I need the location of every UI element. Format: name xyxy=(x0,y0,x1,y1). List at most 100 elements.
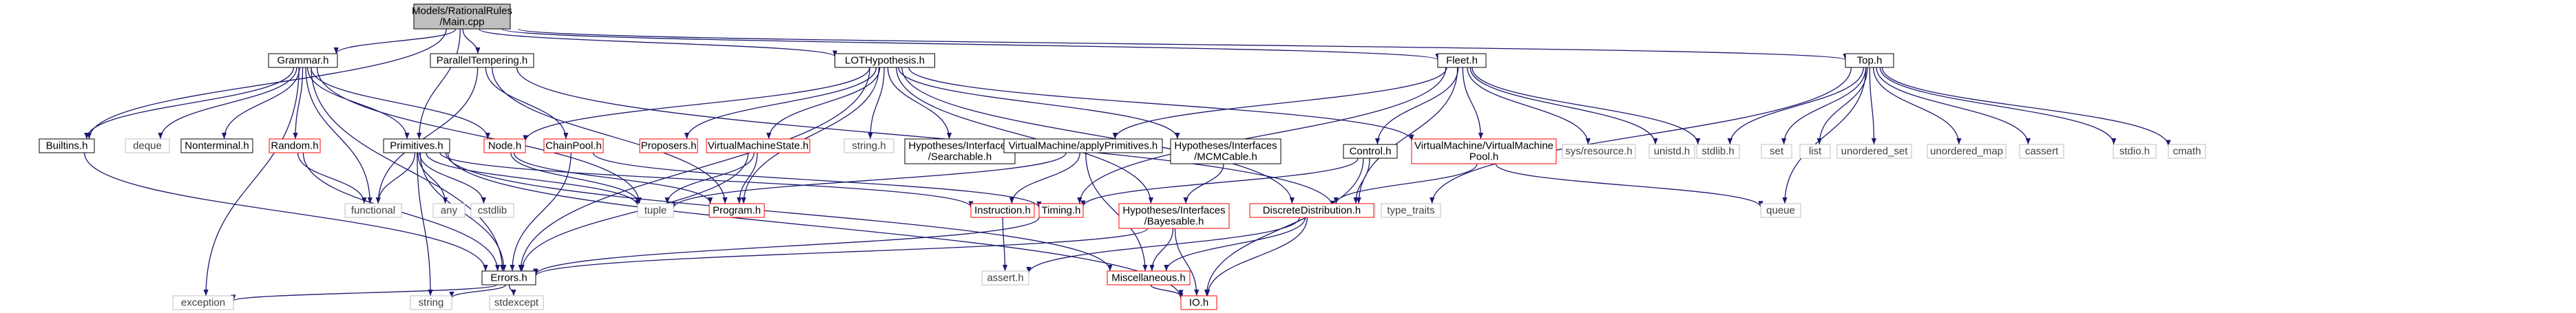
node-resource[interactable]: sys/resource.h xyxy=(1562,144,1636,159)
node-stdexcept[interactable]: stdexcept xyxy=(489,295,544,310)
node-box-ioh[interactable] xyxy=(1180,295,1217,310)
node-cmath[interactable]: cmath xyxy=(2168,144,2206,159)
node-string[interactable]: string xyxy=(410,295,452,310)
node-vmstate[interactable]: VirtualMachineState.h xyxy=(706,138,810,153)
node-box-lot[interactable] xyxy=(835,53,935,68)
node-box-searchable[interactable] xyxy=(904,138,1016,164)
node-timing[interactable]: Timing.h xyxy=(1038,203,1084,218)
node-proposers[interactable]: Proposers.h xyxy=(639,138,698,153)
node-box-instruction[interactable] xyxy=(970,203,1035,218)
node-box-main[interactable] xyxy=(413,3,511,30)
node-box-program[interactable] xyxy=(709,203,765,218)
node-box-list[interactable] xyxy=(1799,144,1831,159)
node-stdio[interactable]: stdio.h xyxy=(2113,144,2157,159)
node-bayesable[interactable]: Hypotheses/Interfaces/Bayesable.h xyxy=(1118,203,1230,229)
node-uset[interactable]: unordered_set xyxy=(1836,144,1912,159)
node-primitives[interactable]: Primitives.h xyxy=(383,138,450,153)
node-random[interactable]: Random.h xyxy=(269,138,321,153)
node-control[interactable]: Control.h xyxy=(1343,144,1398,159)
node-box-mcmcable[interactable] xyxy=(1170,138,1281,164)
node-box-bayesable[interactable] xyxy=(1118,203,1230,229)
node-box-timing[interactable] xyxy=(1038,203,1084,218)
node-main[interactable]: Models/RationalRules/Main.cpp xyxy=(412,3,512,30)
node-box-tuple[interactable] xyxy=(637,203,674,218)
node-box-vmpool[interactable] xyxy=(1411,138,1557,164)
node-box-resource[interactable] xyxy=(1562,144,1636,159)
node-program[interactable]: Program.h xyxy=(709,203,765,218)
node-unistd[interactable]: unistd.h xyxy=(1648,144,1695,159)
node-pt[interactable]: ParallelTempering.h xyxy=(430,53,534,68)
node-box-fleet[interactable] xyxy=(1437,53,1487,68)
node-ioh[interactable]: IO.h xyxy=(1180,295,1217,310)
node-discrete[interactable]: DiscreteDistribution.h xyxy=(1249,203,1374,218)
node-exception[interactable]: exception xyxy=(172,295,234,310)
node-tuple[interactable]: tuple xyxy=(637,203,674,218)
node-builtins[interactable]: Builtins.h xyxy=(39,138,95,153)
node-box-stdexcept[interactable] xyxy=(489,295,544,310)
node-box-cassert[interactable] xyxy=(2019,144,2064,159)
node-top[interactable]: Top.h xyxy=(1845,53,1894,68)
node-box-random[interactable] xyxy=(269,138,321,153)
node-box-asserth[interactable] xyxy=(981,270,1029,285)
node-box-queue[interactable] xyxy=(1760,203,1801,218)
node-list[interactable]: list xyxy=(1799,144,1831,159)
node-box-chainpool[interactable] xyxy=(543,138,604,153)
node-box-grammar[interactable] xyxy=(268,53,338,68)
node-box-discrete[interactable] xyxy=(1249,203,1374,218)
node-box-vmstate[interactable] xyxy=(706,138,810,153)
node-functional[interactable]: functional xyxy=(344,203,402,218)
node-typetraits[interactable]: type_traits xyxy=(1381,203,1441,218)
node-box-deque[interactable] xyxy=(125,138,170,153)
node-misc[interactable]: Miscellaneous.h xyxy=(1107,270,1191,285)
node-umap[interactable]: unordered_map xyxy=(1927,144,2007,159)
node-box-string[interactable] xyxy=(410,295,452,310)
node-set[interactable]: set xyxy=(1761,144,1792,159)
node-box-set[interactable] xyxy=(1761,144,1792,159)
node-box-uset[interactable] xyxy=(1836,144,1912,159)
node-box-stdio[interactable] xyxy=(2113,144,2157,159)
node-box-unistd[interactable] xyxy=(1648,144,1695,159)
node-cstdlib[interactable]: cstdlib xyxy=(470,203,514,218)
node-instruction[interactable]: Instruction.h xyxy=(970,203,1035,218)
node-nonterminal[interactable]: Nonterminal.h xyxy=(180,138,253,153)
node-box-misc[interactable] xyxy=(1107,270,1191,285)
node-box-cmath[interactable] xyxy=(2168,144,2206,159)
node-box-functional[interactable] xyxy=(344,203,402,218)
node-box-control[interactable] xyxy=(1343,144,1398,159)
node-box-applyprims[interactable] xyxy=(1003,138,1163,153)
node-box-errors[interactable] xyxy=(481,270,536,285)
node-box-pt[interactable] xyxy=(430,53,534,68)
node-box-node[interactable] xyxy=(483,138,526,153)
node-mcmcable[interactable]: Hypotheses/Interfaces/MCMCable.h xyxy=(1170,138,1281,164)
node-label-functional: functional xyxy=(351,205,395,217)
node-any[interactable]: any xyxy=(432,203,465,218)
node-errors[interactable]: Errors.h xyxy=(481,270,536,285)
node-stdlib[interactable]: stdlib.h xyxy=(1696,144,1740,159)
node-box-typetraits[interactable] xyxy=(1381,203,1441,218)
node-searchable[interactable]: Hypotheses/Interfaces/Searchable.h xyxy=(904,138,1016,164)
node-lot[interactable]: LOTHypothesis.h xyxy=(835,53,935,68)
node-asserth[interactable]: assert.h xyxy=(981,270,1029,285)
node-stringh[interactable]: string.h xyxy=(844,138,894,153)
node-box-proposers[interactable] xyxy=(639,138,698,153)
node-deque[interactable]: deque xyxy=(125,138,170,153)
edge-main-to-fleet xyxy=(501,28,1441,61)
node-applyprims[interactable]: VirtualMachine/applyPrimitives.h xyxy=(1003,138,1163,153)
node-box-cstdlib[interactable] xyxy=(470,203,514,218)
node-box-top[interactable] xyxy=(1845,53,1894,68)
node-fleet[interactable]: Fleet.h xyxy=(1437,53,1487,68)
node-box-stringh[interactable] xyxy=(844,138,894,153)
node-grammar[interactable]: Grammar.h xyxy=(268,53,338,68)
node-node[interactable]: Node.h xyxy=(483,138,526,153)
node-chainpool[interactable]: ChainPool.h xyxy=(543,138,604,153)
node-box-stdlib[interactable] xyxy=(1696,144,1740,159)
node-box-exception[interactable] xyxy=(172,295,234,310)
node-box-primitives[interactable] xyxy=(383,138,450,153)
node-box-umap[interactable] xyxy=(1927,144,2007,159)
node-box-any[interactable] xyxy=(432,203,465,218)
node-box-nonterminal[interactable] xyxy=(180,138,253,153)
node-cassert[interactable]: cassert xyxy=(2019,144,2064,159)
node-box-builtins[interactable] xyxy=(39,138,95,153)
node-queue[interactable]: queue xyxy=(1760,203,1801,218)
